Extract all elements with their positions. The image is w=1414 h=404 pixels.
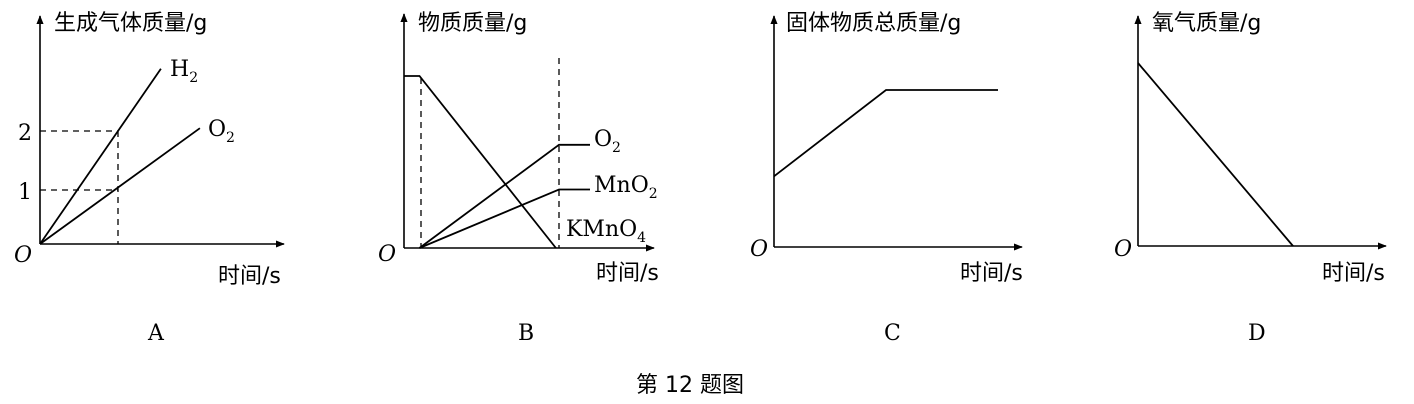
panel-c-letter: C xyxy=(884,321,901,346)
chart-panel-d: 氧气质量/g 时间/s O xyxy=(1114,11,1387,286)
panel-b-legend-o2-sub: 2 xyxy=(612,140,621,156)
chart-panel-a: 生成气体质量/g 时间/s O 1 2 H2 O2 xyxy=(14,11,285,289)
panel-b-letter: B xyxy=(518,321,534,346)
panel-a-legend-o2-base: O xyxy=(208,117,226,142)
panel-c-series-solid-mass xyxy=(773,89,998,178)
panel-a-legend-h2: H2 xyxy=(170,57,198,86)
panel-b-legend-kmno4: KMnO4 xyxy=(566,217,646,246)
panel-d-series-oxygen-mass xyxy=(1137,62,1294,247)
panel-a-letter: A xyxy=(147,321,165,346)
panel-a-x-label: 时间/s xyxy=(218,264,281,289)
panel-b-legend-kmno4-base: KMnO xyxy=(566,217,637,242)
chart-panel-b: 物质质量/g 时间/s O O2 MnO2 KMnO4 xyxy=(378,11,659,286)
panel-b-legend-o2-base: O xyxy=(594,127,612,152)
panel-a-y-label: 生成气体质量/g xyxy=(54,11,207,36)
chart-panel-c: 固体物质总质量/g 时间/s O xyxy=(750,11,1023,286)
panel-c-origin: O xyxy=(750,237,768,262)
panel-a-series-o2 xyxy=(39,127,201,245)
panel-a-origin: O xyxy=(14,243,32,268)
panel-d-origin: O xyxy=(1114,237,1132,262)
panel-b-series-kmno4 xyxy=(404,75,557,249)
panel-b-series-mno2 xyxy=(419,188,590,249)
panel-c-y-label: 固体物质总质量/g xyxy=(786,11,961,36)
panel-b-legend-mno2-base: MnO xyxy=(594,173,649,198)
panel-a-legend-o2-sub: 2 xyxy=(226,130,235,146)
panel-b-legend-o2: O2 xyxy=(594,127,621,156)
panel-b-series-o2 xyxy=(418,143,590,249)
panel-b-legend-kmno4-sub: 4 xyxy=(637,230,646,246)
panel-d-x-label: 时间/s xyxy=(1322,261,1385,286)
panel-b-legend-mno2-sub: 2 xyxy=(649,186,658,202)
panel-a-legend-h2-base: H xyxy=(170,57,189,82)
panel-a-legend-h2-sub: 2 xyxy=(189,70,198,86)
panel-a-legend-o2: O2 xyxy=(208,117,235,146)
panel-d-letter: D xyxy=(1248,321,1266,346)
panel-c-x-label: 时间/s xyxy=(960,261,1023,286)
panel-b-y-label: 物质质量/g xyxy=(418,11,527,36)
panel-b-origin: O xyxy=(378,242,396,267)
figure-caption: 第 12 题图 xyxy=(636,373,744,398)
panel-a-ytick-1: 1 xyxy=(18,180,32,205)
panel-a-ytick-2: 2 xyxy=(18,121,32,146)
panel-d-y-label: 氧气质量/g xyxy=(1152,11,1261,36)
panel-b-x-label: 时间/s xyxy=(596,261,659,286)
panel-b-legend-mno2: MnO2 xyxy=(594,173,658,202)
panel-a-series-h2 xyxy=(39,68,162,245)
